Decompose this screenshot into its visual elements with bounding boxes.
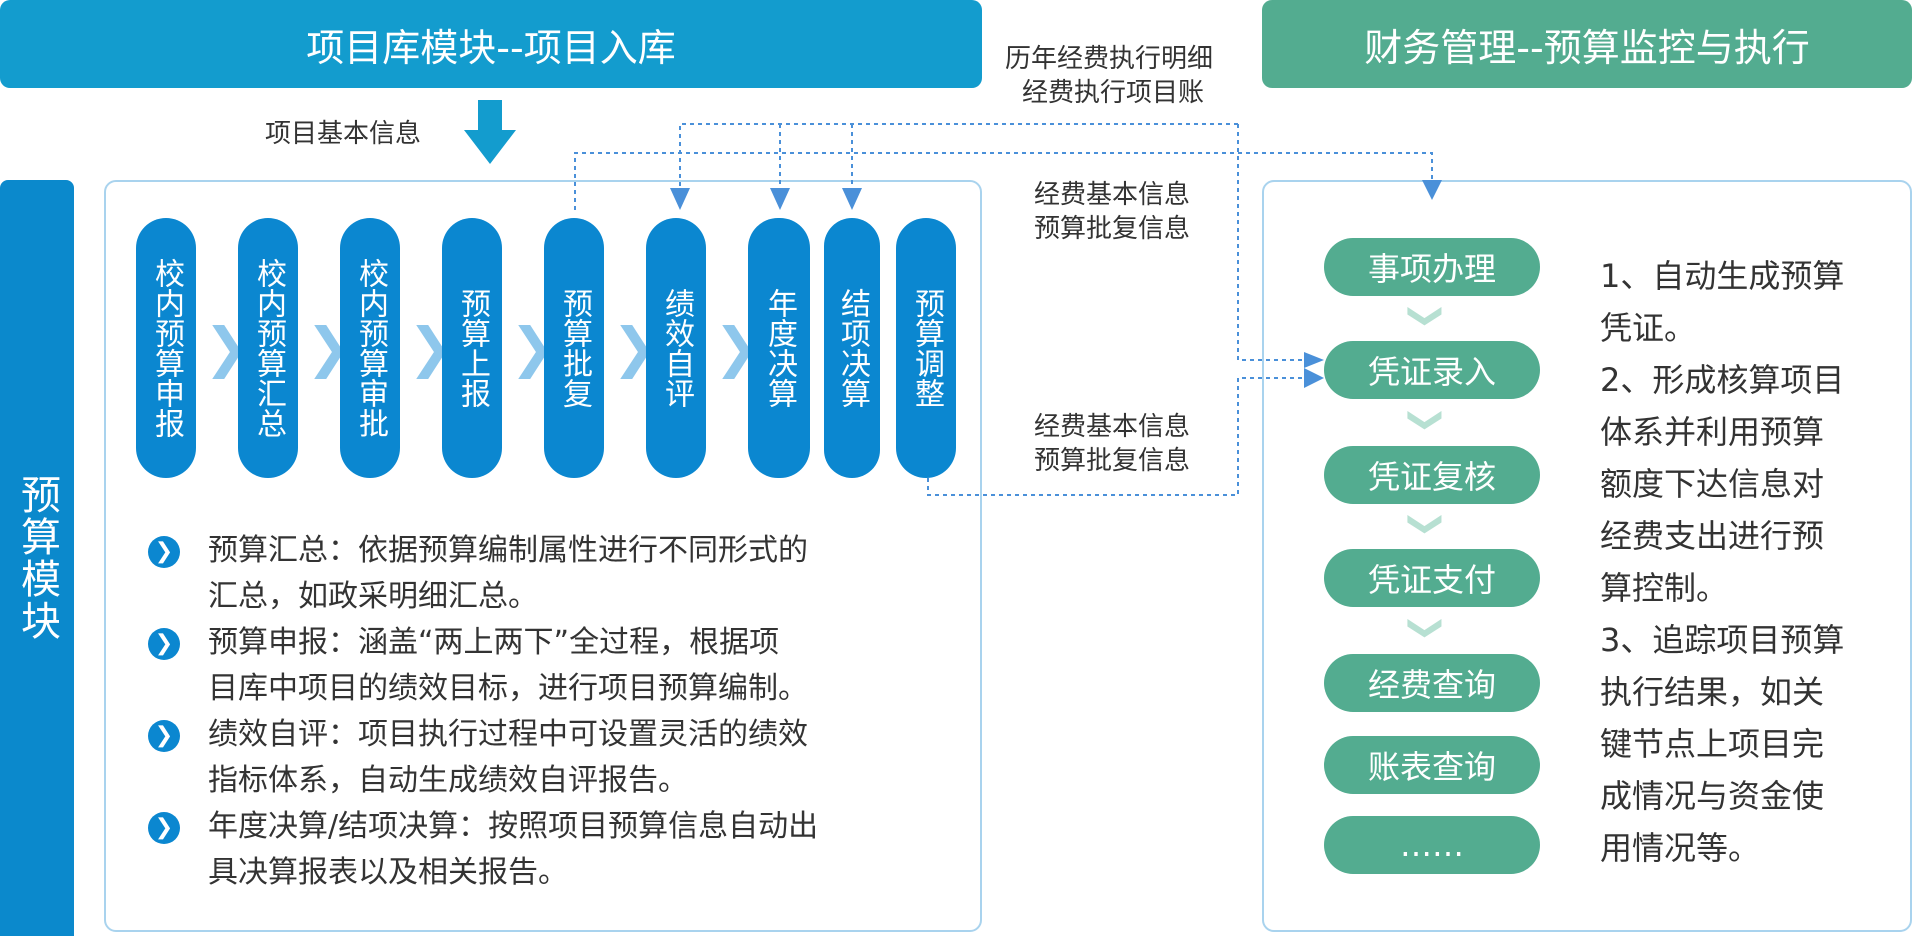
finance-management-header: 财务管理--预算监控与执行 bbox=[1262, 0, 1912, 88]
description-item: ❯ 预算汇总：依据预算编制属性进行不同形式的 汇总，如政采明细汇总。 bbox=[148, 528, 968, 620]
description-line: 预算申报：涵盖“两上两下”全过程，根据项 bbox=[208, 625, 780, 660]
description-line: 具决算报表以及相关报告。 bbox=[208, 855, 568, 890]
step-school-budget-approve: 校内预算审批 bbox=[340, 218, 400, 478]
note-line: 额度下达信息对 bbox=[1600, 465, 1825, 503]
chevron-bullet-icon: ❯ bbox=[148, 720, 180, 752]
description-item: ❯ 年度决算/结项决算：按照项目预算信息自动出 具决算报表以及相关报告。 bbox=[148, 804, 968, 896]
step-annual-final: 年度决算 bbox=[748, 218, 810, 478]
step-school-budget-apply: 校内预算申报 bbox=[136, 218, 196, 478]
chevron-bullet-icon: ❯ bbox=[148, 812, 180, 844]
chevron-down-icon: ❯ bbox=[1406, 613, 1447, 643]
note-line: 1、自动生成预算 bbox=[1600, 257, 1845, 295]
fund-info-b-line2: 预算批复信息 bbox=[1034, 446, 1191, 476]
finance-step-voucher-entry: 凭证录入 bbox=[1324, 341, 1540, 399]
note-line: 成情况与资金使 bbox=[1600, 777, 1825, 815]
note-line: 执行结果，如关 bbox=[1600, 673, 1825, 711]
step-project-final: 结项决算 bbox=[824, 218, 880, 478]
chevron-down-icon: ❯ bbox=[1406, 405, 1447, 435]
chevron-bullet-icon: ❯ bbox=[148, 628, 180, 660]
fund-info-b-line1: 经费基本信息 bbox=[1034, 412, 1191, 442]
description-line: 绩效自评：项目执行过程中可设置灵活的绩效 bbox=[208, 717, 808, 752]
finance-step-voucher-review: 凭证复核 bbox=[1324, 446, 1540, 504]
description-line: 汇总，如政采明细汇总。 bbox=[208, 579, 538, 614]
finance-notes: 1、自动生成预算 凭证。 2、形成核算项目 体系并利用预算 额度下达信息对 经费… bbox=[1600, 250, 1890, 874]
step-performance-eval: 绩效自评 bbox=[646, 218, 706, 478]
history-label-line1: 历年经费执行明细 bbox=[1005, 44, 1214, 74]
history-label-line2: 经费执行项目账 bbox=[1022, 78, 1205, 108]
budget-module-sidebar: 预算模块 bbox=[0, 180, 74, 936]
description-item: ❯ 绩效自评：项目执行过程中可设置灵活的绩效 指标体系，自动生成绩效自评报告。 bbox=[148, 712, 968, 804]
finance-step-more: …… bbox=[1324, 816, 1540, 874]
project-library-header: 项目库模块--项目入库 bbox=[0, 0, 982, 88]
finance-step-ledger-query: 账表查询 bbox=[1324, 736, 1540, 794]
note-line: 2、形成核算项目 bbox=[1600, 361, 1845, 399]
project-basic-info-label: 项目基本信息 bbox=[265, 119, 422, 149]
step-budget-report: 预算上报 bbox=[442, 218, 502, 478]
fund-info-a-line2: 预算批复信息 bbox=[1034, 214, 1191, 244]
note-line: 键节点上项目完 bbox=[1600, 725, 1825, 763]
description-item: ❯ 预算申报：涵盖“两上两下”全过程，根据项 目库中项目的绩效目标，进行项目预算… bbox=[148, 620, 968, 712]
note-line: 经费支出进行预 bbox=[1600, 517, 1825, 555]
finance-step-fund-query: 经费查询 bbox=[1324, 654, 1540, 712]
chevron-down-icon: ❯ bbox=[1406, 301, 1447, 331]
finance-step-item-handling: 事项办理 bbox=[1324, 238, 1540, 296]
fund-info-a-line1: 经费基本信息 bbox=[1034, 180, 1191, 210]
step-school-budget-summary: 校内预算汇总 bbox=[238, 218, 298, 478]
note-line: 体系并利用预算 bbox=[1600, 413, 1825, 451]
chevron-down-icon: ❯ bbox=[1406, 509, 1447, 539]
note-line: 算控制。 bbox=[1600, 569, 1729, 607]
chevron-bullet-icon: ❯ bbox=[148, 536, 180, 568]
description-line: 年度决算/结项决算：按照项目预算信息自动出 bbox=[208, 809, 819, 844]
description-line: 指标体系，自动生成绩效自评报告。 bbox=[208, 763, 688, 798]
step-budget-reply: 预算批复 bbox=[544, 218, 604, 478]
description-line: 目库中项目的绩效目标，进行项目预算编制。 bbox=[208, 671, 808, 706]
note-line: 3、追踪项目预算 bbox=[1600, 621, 1845, 659]
step-budget-adjust: 预算调整 bbox=[896, 218, 956, 478]
note-line: 用情况等。 bbox=[1600, 829, 1761, 867]
note-line: 凭证。 bbox=[1600, 309, 1697, 347]
down-arrow-icon bbox=[464, 100, 516, 170]
description-line: 预算汇总：依据预算编制属性进行不同形式的 bbox=[208, 533, 808, 568]
finance-step-voucher-payment: 凭证支付 bbox=[1324, 549, 1540, 607]
